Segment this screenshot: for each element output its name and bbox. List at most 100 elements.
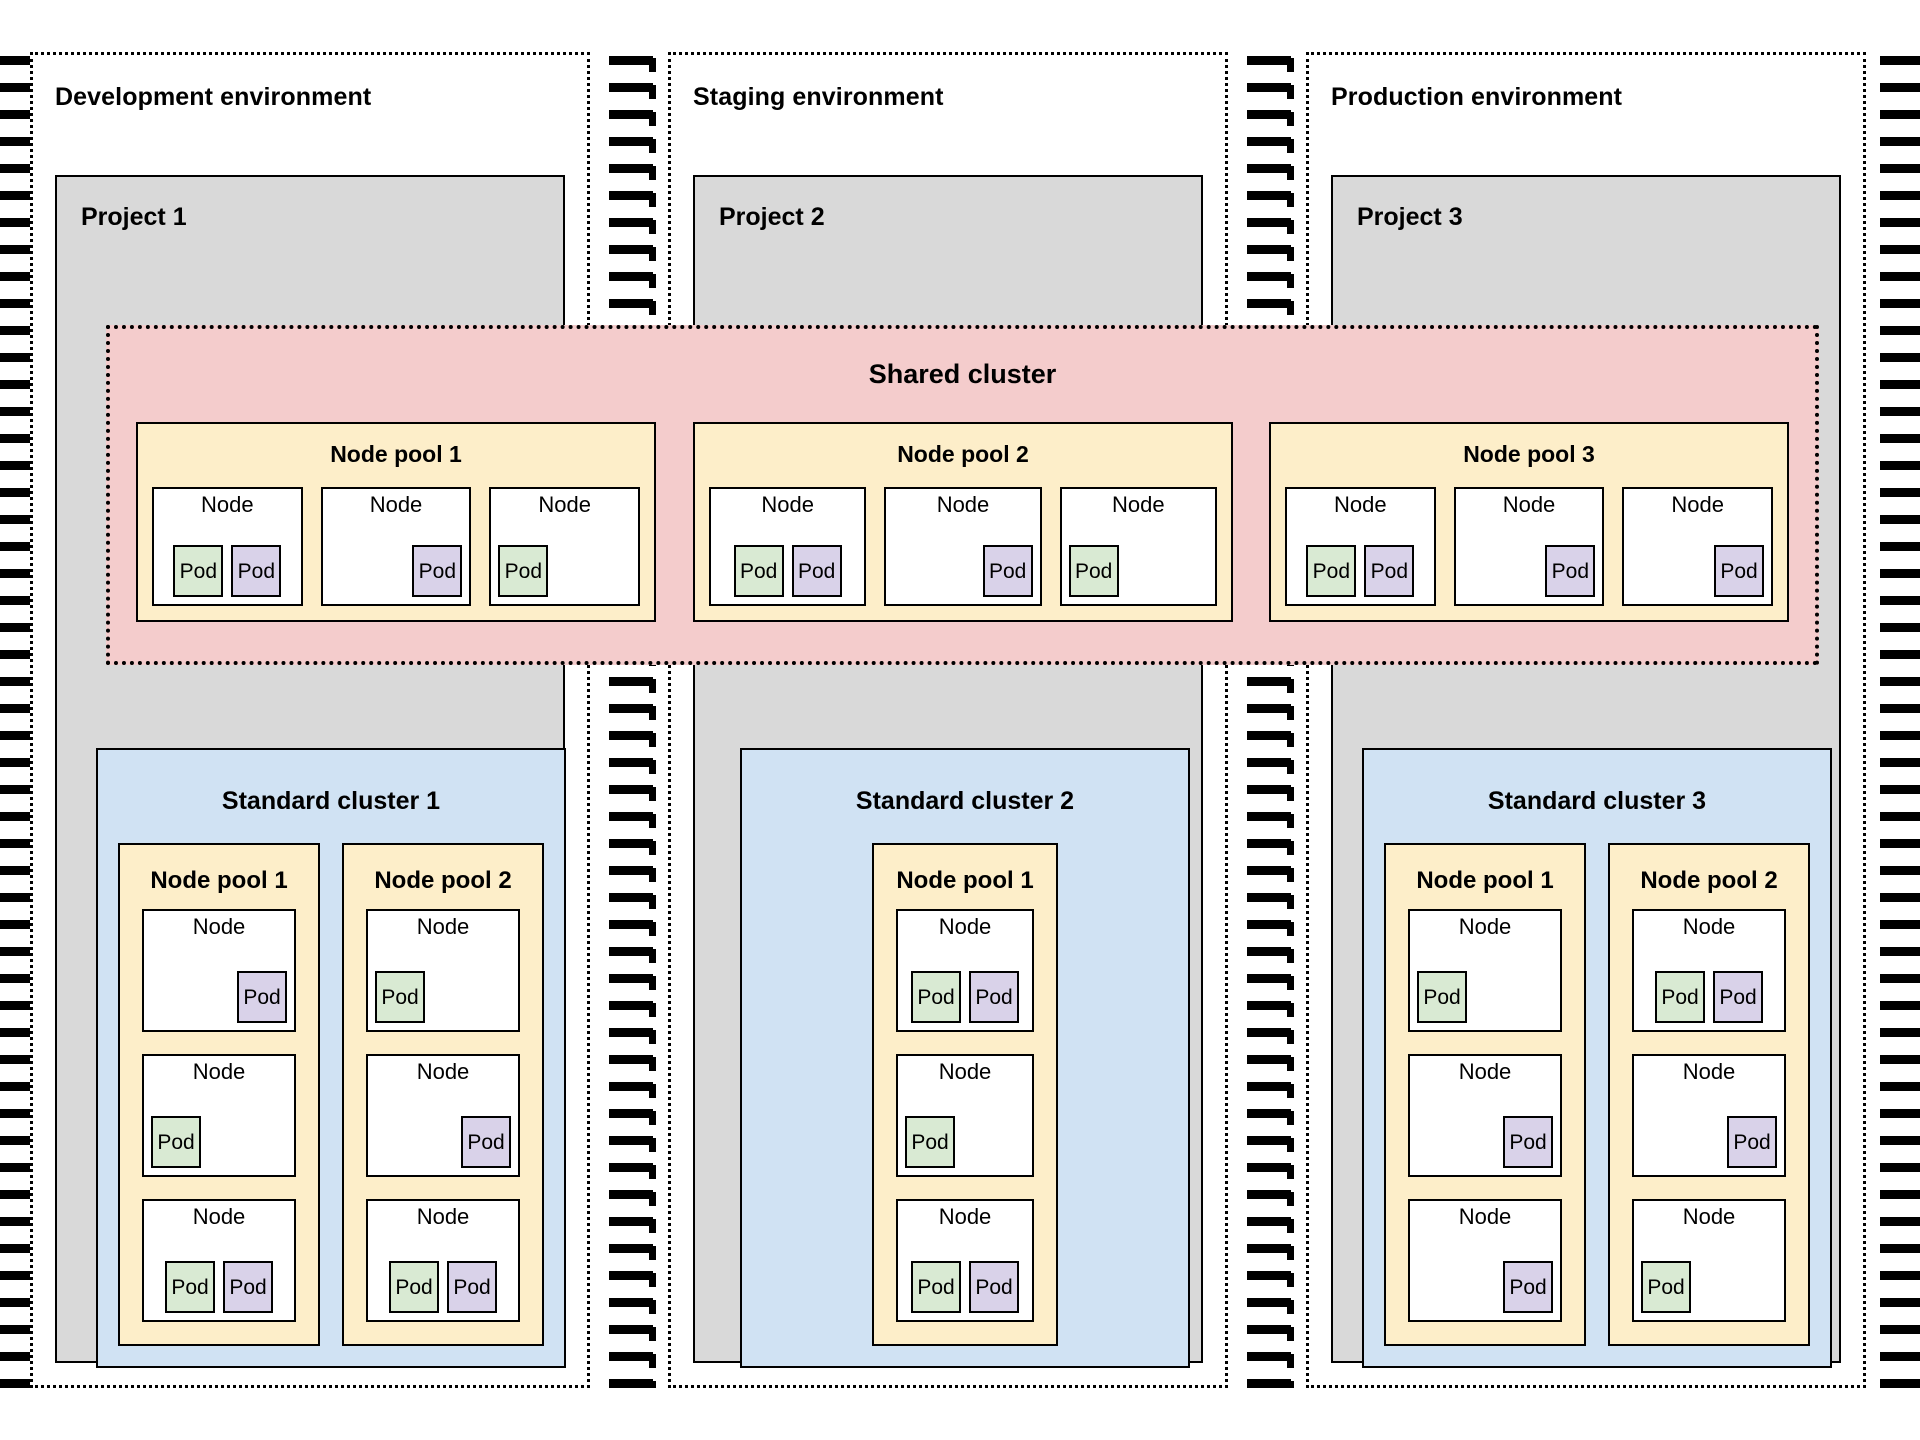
pod: Pod [905,1116,955,1168]
standard-cluster-title: Standard cluster 2 [855,787,1075,815]
hatch-tick [649,814,656,828]
hatch-bar [1880,920,1920,929]
hatch-bar [1880,218,1920,227]
hatch-bar [1880,542,1920,551]
hatch-tick [649,1273,656,1287]
hatch-bar [0,515,38,524]
hatch-tick [1287,814,1294,828]
hatch-tick [649,1057,656,1071]
pod: Pod [1417,971,1467,1023]
hatch-bar [1880,1244,1920,1253]
pod: Pod [173,545,224,597]
hatch-bar [1880,191,1920,200]
pod-list: Pod [1634,1228,1784,1320]
hatch-bar [1247,812,1291,821]
hatch-bar [0,542,38,551]
hatch-bar [1880,461,1920,470]
hatch-bar [1247,1244,1291,1253]
hatch-bar [1880,650,1920,659]
hatch-tick [1287,868,1294,882]
hatch-tick [649,1381,656,1388]
pod-list: Pod [368,938,518,1030]
hatch-tick [649,1354,656,1368]
pod: Pod [911,1261,961,1313]
environment-title: Development environment [55,83,372,111]
hatch-bar [1880,947,1920,956]
hatch-bar [1247,245,1291,254]
node-label: Node [416,914,470,939]
hatch-bar [0,1352,38,1361]
pod: Pod [498,545,549,597]
hatch-bar [0,569,38,578]
node-label: Node [938,1059,992,1084]
hatch-bar [0,353,38,362]
node-label: Node [936,492,990,517]
hatch-tick [649,706,656,720]
hatch-bar [609,920,653,929]
node-label: Node [1458,1059,1512,1084]
hatch-bar [0,1190,38,1199]
hatch-bar [1247,1271,1291,1280]
hatch-tick [1287,1138,1294,1152]
hatch-bar [1247,839,1291,848]
hatch-bar [609,893,653,902]
hatch-bar [609,245,653,254]
hatch-bar [609,83,653,92]
hatch-tick [1287,1327,1294,1341]
environment-title: Production environment [1331,83,1623,111]
pod: Pod [1713,971,1763,1023]
hatch-tick [649,139,656,153]
hatch-bar [0,1109,38,1118]
hatch-bar [1880,326,1920,335]
node-pool-title: Node pool 1 [1416,867,1554,894]
hatch-bar [1247,164,1291,173]
hatch-bar [0,245,38,254]
pod: Pod [412,545,463,597]
hatch-bar [1880,1001,1920,1010]
hatch-tick [1287,1354,1294,1368]
node-label: Node [761,492,814,517]
hatch-tick [1287,1219,1294,1233]
hatch-bar [0,137,38,146]
hatch-tick [649,787,656,801]
hatch-bar [0,488,38,497]
pod: Pod [1068,545,1119,597]
hatch-tick [649,58,656,72]
hatch-tick [649,1219,656,1233]
node-label: Node [416,1204,470,1229]
node-label: Node [369,492,423,517]
hatch-bar [1880,1028,1920,1037]
hatch-bar [1247,758,1291,767]
hatch-bar [0,83,38,92]
hatch-tick [1287,58,1294,72]
hatch-bar [1247,1379,1291,1388]
hatch-tick [649,220,656,234]
hatch-bar [1880,1271,1920,1280]
hatch-tick [1287,1030,1294,1044]
hatch-bar [1880,1379,1920,1388]
hatch-bar [609,1271,653,1280]
hatch-bar [1880,1190,1920,1199]
hatch-bar [0,218,38,227]
hatch-bar [0,1217,38,1226]
hatch-bar [609,785,653,794]
hatch-bar [1880,1136,1920,1145]
hatch-bar [1880,839,1920,848]
hatch-bar [0,1298,38,1307]
hatch-tick [649,841,656,855]
node-label: Node [1682,914,1736,939]
hatch-bar [1247,1217,1291,1226]
hatch-bar [1880,1109,1920,1118]
